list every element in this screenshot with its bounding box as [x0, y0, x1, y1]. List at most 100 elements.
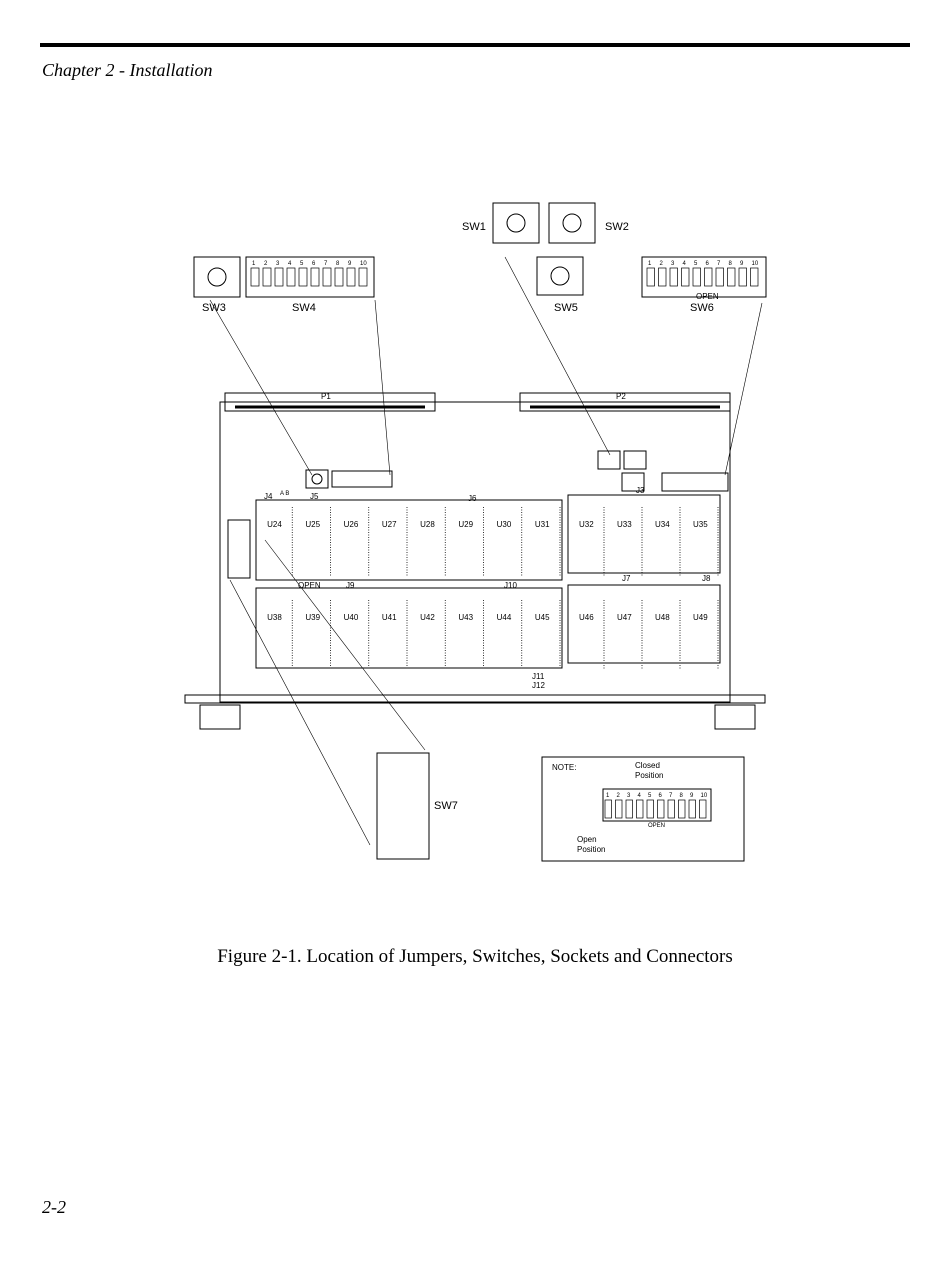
dip-slider — [692, 267, 701, 287]
dip-number: 9 — [690, 793, 694, 799]
dip-number: 7 — [669, 793, 673, 799]
socket-label: U35 — [693, 520, 708, 529]
socket-label: U28 — [420, 520, 435, 529]
j4-ab: A B — [280, 491, 289, 497]
sw7-onboard — [227, 519, 251, 579]
socket-label: U30 — [497, 520, 512, 529]
dip-number: 8 — [336, 261, 340, 267]
j10-label: J10 — [504, 581, 517, 590]
note-open-label: OPEN — [648, 823, 665, 829]
dip-slider — [286, 267, 296, 287]
p2-label: P2 — [616, 392, 626, 401]
page-number: 2-2 — [42, 1197, 66, 1217]
dip-slider — [646, 799, 654, 819]
note-open-position: Position — [577, 845, 605, 854]
dip-number: 7 — [324, 261, 328, 267]
open-label-sw6: OPEN — [696, 292, 719, 301]
j12-label: J12 — [532, 681, 545, 690]
j7-label: J7 — [622, 574, 631, 583]
sw7-label: SW7 — [434, 800, 458, 812]
note-closed: Closed — [635, 761, 660, 770]
socket-label: U27 — [382, 520, 397, 529]
sw3-label: SW3 — [202, 302, 226, 314]
socket-label: U44 — [497, 613, 512, 622]
dip-slider — [322, 267, 332, 287]
socket-label: U26 — [344, 520, 359, 529]
dip-number: 4 — [638, 793, 642, 799]
dip-number: 5 — [300, 261, 304, 267]
socket-label: U40 — [344, 613, 359, 622]
socket-label: U47 — [617, 613, 632, 622]
figure-caption: Figure 2-1. Location of Jumpers, Switche… — [217, 946, 733, 967]
dip-number: 2 — [660, 261, 664, 267]
sw1-label: SW1 — [462, 221, 486, 233]
dip-number: 6 — [659, 793, 663, 799]
socket-label: U38 — [267, 613, 282, 622]
chapter-header: Chapter 2 - Installation — [42, 60, 213, 80]
dip-number: 2 — [264, 261, 268, 267]
dip-slider — [750, 267, 759, 287]
socket-label: U33 — [617, 520, 632, 529]
sw4-label: SW4 — [292, 302, 316, 314]
dip-number: 10 — [752, 261, 759, 267]
dip-slider — [738, 267, 747, 287]
dip-slider — [699, 799, 707, 819]
dip-slider — [334, 267, 344, 287]
dip-slider — [681, 267, 690, 287]
dip-slider — [704, 267, 713, 287]
dip-slider — [262, 267, 272, 287]
dip-number: 10 — [360, 261, 367, 267]
p2-connector — [519, 392, 731, 412]
dip-number: 9 — [348, 261, 352, 267]
dip-number: 10 — [701, 793, 708, 799]
dip-number: 2 — [617, 793, 621, 799]
j8-label: J8 — [702, 574, 711, 583]
dip-slider — [715, 267, 724, 287]
dip-slider — [678, 799, 686, 819]
dip-number: 1 — [648, 261, 652, 267]
dip-slider — [615, 799, 623, 819]
socket-label: U24 — [267, 520, 282, 529]
open-label-sw4: OPEN — [298, 581, 321, 590]
dip-slider — [727, 267, 736, 287]
sw7-box — [376, 752, 430, 860]
sw1-box — [492, 202, 540, 244]
board-diagram: SW1 SW2 SW3 SW4 SW5 SW6 SW7 P1 P2 OPEN O… — [184, 202, 767, 862]
j5-label: J5 — [310, 492, 319, 501]
dip-number: 9 — [740, 261, 744, 267]
dip-number: 1 — [606, 793, 610, 799]
j3-label: J3 — [636, 486, 645, 495]
p1-connector — [224, 392, 436, 412]
socket-label: U48 — [655, 613, 670, 622]
dip-slider — [658, 267, 667, 287]
j4-label: J4 — [264, 492, 273, 501]
dip-slider — [646, 267, 655, 287]
dip-number: 5 — [694, 261, 698, 267]
board-outline — [219, 401, 731, 703]
sw5-label: SW5 — [554, 302, 578, 314]
socket-label: U25 — [305, 520, 320, 529]
dip-slider — [688, 799, 696, 819]
sw3-box — [193, 256, 241, 298]
sw4-box — [245, 256, 375, 298]
dip-number: 1 — [252, 261, 256, 267]
dip-number: 6 — [312, 261, 316, 267]
dip-number: 4 — [288, 261, 292, 267]
socket-label: U42 — [420, 613, 435, 622]
socket-label: U32 — [579, 520, 594, 529]
sw6-label: SW6 — [690, 302, 714, 314]
dip-slider — [274, 267, 284, 287]
dip-number: 8 — [680, 793, 684, 799]
j9-label: J9 — [346, 581, 355, 590]
dip-number: 3 — [276, 261, 280, 267]
note-open: Open — [577, 835, 597, 844]
socket-label: U31 — [535, 520, 550, 529]
dip-slider — [636, 799, 644, 819]
dip-slider — [358, 267, 368, 287]
socket-label: U49 — [693, 613, 708, 622]
dip-number: 8 — [729, 261, 733, 267]
note-closed-position: Position — [635, 771, 663, 780]
dip-number: 7 — [717, 261, 721, 267]
socket-label: U45 — [535, 613, 550, 622]
dip-slider — [669, 267, 678, 287]
